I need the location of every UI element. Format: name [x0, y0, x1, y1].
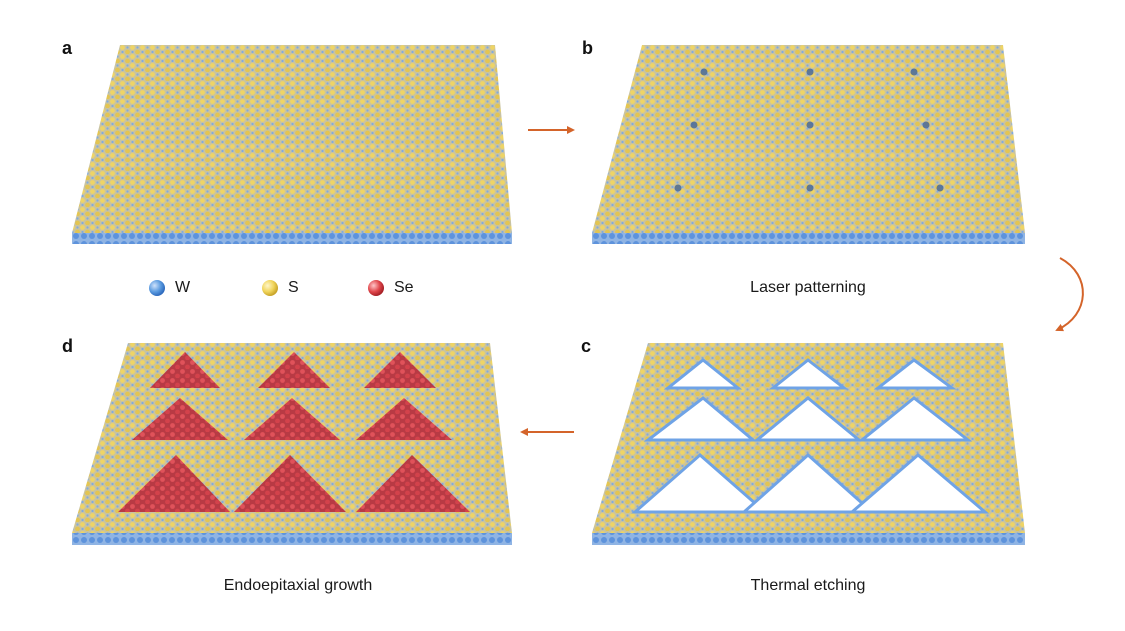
panel-c-label: c	[581, 336, 592, 356]
arrow-b-to-c	[1055, 257, 1084, 332]
legend-se-atom	[368, 280, 384, 296]
laser-defect-dots	[674, 68, 944, 192]
legend-w-atom	[149, 280, 165, 296]
legend-s-atom	[262, 280, 278, 296]
panel-d-label: d	[62, 336, 73, 356]
legend-s-label: S	[288, 279, 299, 296]
panel-c-lattice	[592, 343, 1025, 545]
panel-a-label: a	[62, 38, 73, 58]
panel-a-lattice	[72, 45, 512, 244]
caption-thermal-etching: Thermal etching	[750, 577, 866, 594]
legend-se-label: Se	[394, 279, 414, 296]
etched-holes	[631, 358, 990, 514]
panel-d-lattice	[72, 343, 512, 545]
caption-laser-patterning: Laser patterning	[750, 279, 866, 296]
panel-b-label: b	[582, 38, 593, 58]
caption-endoepitaxial-growth: Endoepitaxial growth	[223, 577, 373, 594]
se-islands	[118, 352, 470, 512]
legend-w-label: W	[175, 279, 191, 296]
panel-b-lattice	[592, 45, 1025, 244]
